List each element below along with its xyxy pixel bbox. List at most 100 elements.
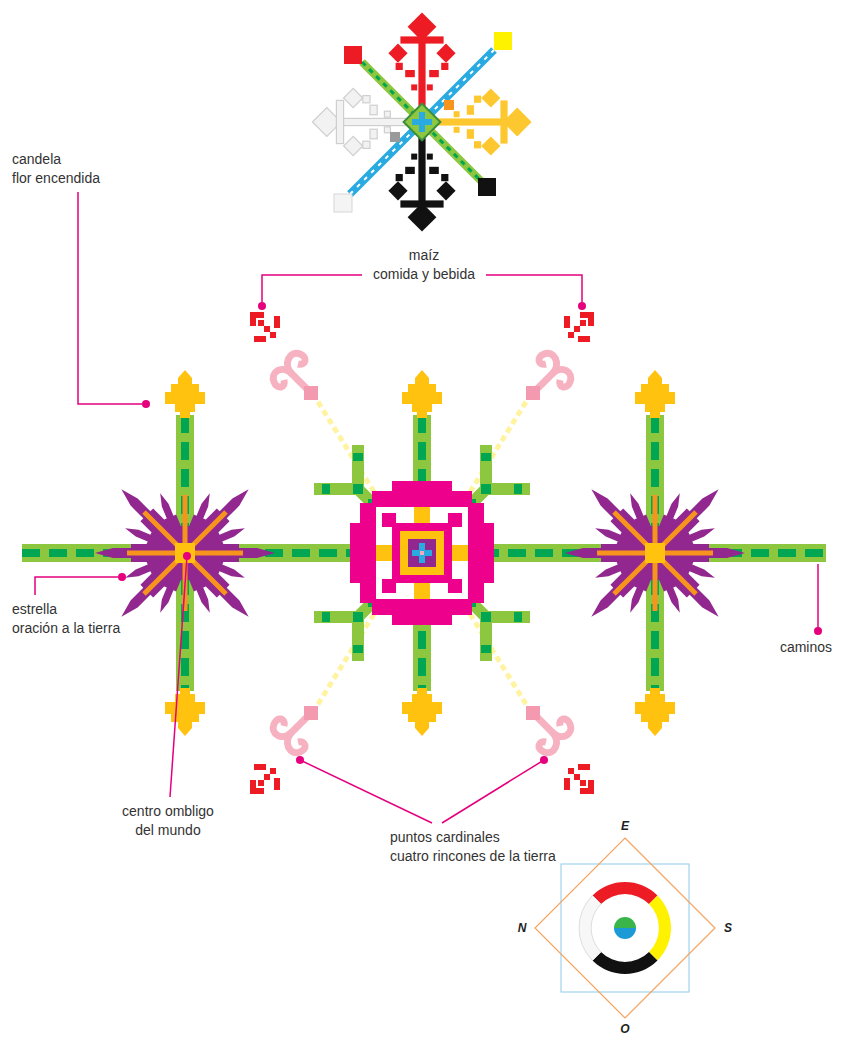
east-arc — [593, 882, 658, 904]
label-holder: oración a la tierra — [12, 619, 120, 637]
leader-line — [35, 577, 118, 595]
south-arc — [649, 896, 671, 961]
label-holder: candela — [12, 150, 61, 168]
pink-flower — [526, 706, 571, 753]
center-circle — [614, 917, 636, 928]
callout-label: flor encendida — [12, 169, 100, 187]
callout-label: cuatro rincones de la tierra — [390, 847, 556, 865]
compass-diamond — [535, 838, 715, 1018]
center-motif — [400, 531, 444, 575]
leader-line — [817, 564, 819, 628]
candle-flame — [165, 370, 205, 418]
white-square — [334, 194, 352, 212]
leaf-hook — [466, 451, 524, 509]
leader-line — [170, 556, 187, 797]
pink-flower — [273, 353, 318, 400]
leader-line — [35, 192, 818, 823]
label-holder: cuatro rincones de la tierra — [390, 847, 556, 865]
four-directions-motif — [312, 12, 531, 231]
label-holder: E — [621, 819, 629, 833]
corn-mark — [564, 764, 594, 794]
leader-line — [486, 275, 582, 302]
center-motif — [412, 550, 432, 556]
compass-letter: S — [724, 921, 732, 935]
callout-label: centro ombligo — [122, 802, 214, 820]
label-holder: comida y bebida — [373, 265, 475, 283]
center-motif — [350, 481, 494, 625]
leader-dot — [258, 302, 266, 310]
callout-label: caminos — [780, 638, 832, 656]
center-motif — [376, 507, 468, 599]
north-arc — [579, 896, 601, 961]
leader-dot — [142, 400, 150, 408]
center-cross — [412, 119, 432, 125]
leader-line — [442, 760, 544, 823]
label-holder: O — [620, 1022, 629, 1036]
pale-ray — [315, 397, 529, 709]
star-motif — [95, 477, 275, 630]
leader-line — [78, 192, 142, 404]
leader-dot — [118, 573, 126, 581]
label-holder: maíz — [409, 246, 439, 264]
corn-mark — [250, 312, 280, 342]
candle-flame — [402, 370, 442, 418]
callout-label: puntos cardinales — [390, 828, 500, 846]
pink-flower — [273, 706, 318, 753]
candle-flame — [165, 688, 205, 736]
compass-rose — [535, 838, 715, 1018]
center-motif — [392, 523, 452, 583]
leader-dot — [118, 302, 822, 764]
callout-label: maíz — [409, 246, 439, 264]
candle-flame — [635, 688, 675, 736]
leaf-hook — [466, 597, 524, 655]
candle-stem — [413, 415, 431, 691]
black-fleur — [388, 138, 455, 232]
callout-label: comida y bebida — [373, 265, 475, 283]
leader-dot — [183, 552, 191, 560]
grey-stitch — [390, 132, 400, 142]
leader-line — [300, 760, 432, 823]
label-holder: flor encendida — [12, 169, 100, 187]
callout-label: oración a la tierra — [12, 619, 120, 637]
center-motif — [420, 551, 424, 555]
leader-line — [262, 275, 362, 302]
leaf-hook — [320, 451, 378, 509]
label-holder: estrella — [12, 600, 57, 618]
center-circle — [614, 928, 636, 939]
label-holder: centro ombligo — [122, 802, 214, 820]
yellow-fleur — [438, 88, 532, 155]
label-holder: del mundo — [135, 821, 200, 839]
white-fleur — [312, 88, 406, 155]
black-square — [478, 178, 496, 196]
label-holder: S — [724, 921, 732, 935]
orange-stitch — [444, 100, 454, 110]
candle-flame — [402, 688, 442, 736]
red-fleur — [388, 12, 455, 106]
yellow-square — [494, 32, 512, 50]
leaf-hook — [320, 451, 524, 655]
compass-letter: E — [621, 819, 629, 833]
callout-label: candela — [12, 150, 61, 168]
compass-letter: N — [518, 921, 527, 935]
leader-dot — [296, 756, 304, 764]
west-arc — [593, 952, 658, 974]
leader-dot — [814, 627, 822, 635]
candle-flame — [635, 370, 675, 418]
leaf-hook — [320, 597, 378, 655]
embroidery-band — [22, 312, 826, 794]
corn-mark — [250, 312, 594, 794]
corn-mark — [250, 764, 280, 794]
pink-flower — [273, 353, 571, 752]
leader-dot — [540, 756, 548, 764]
center-diamond — [404, 104, 441, 141]
leader-dot — [578, 302, 586, 310]
center-motif — [408, 539, 436, 567]
callout-label: del mundo — [135, 821, 200, 839]
callout-label: estrella — [12, 600, 57, 618]
red-square — [344, 46, 362, 64]
center-motif — [350, 481, 494, 625]
label-holder: caminos — [780, 638, 832, 656]
